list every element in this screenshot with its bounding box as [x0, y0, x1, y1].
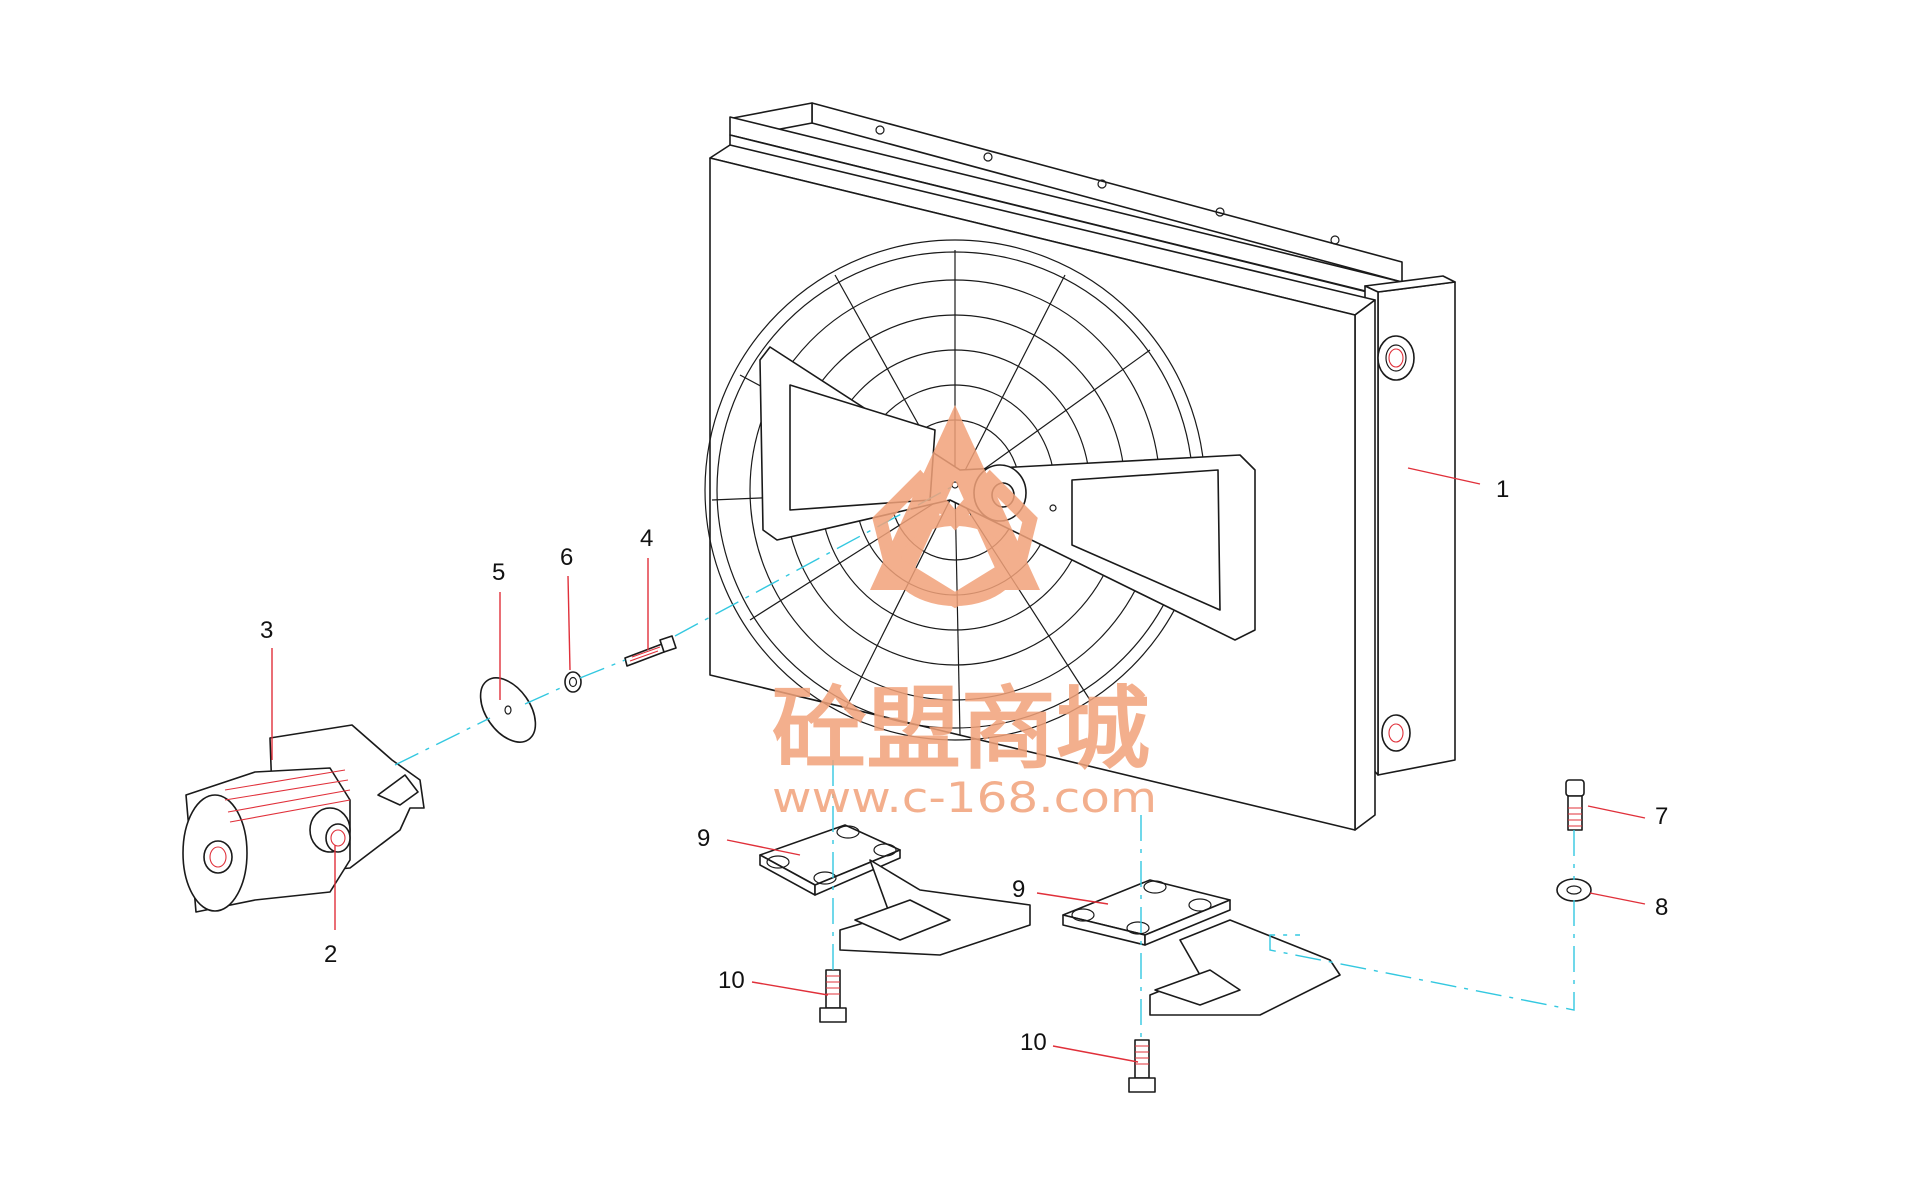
washer-5 [479, 677, 537, 743]
callout-1: 1 [1496, 476, 1509, 503]
flange-holes [875, 125, 1340, 245]
bolt-4 [624, 635, 677, 667]
callout-7: 7 [1655, 803, 1668, 830]
callout-6: 6 [560, 544, 573, 571]
callout-9-left: 9 [697, 825, 710, 852]
cooler-assembly [704, 102, 1456, 831]
callout-9-right: 9 [1012, 876, 1025, 903]
watermark-logo [870, 405, 1040, 609]
bolt-10-right [1128, 1039, 1156, 1093]
callout-10-right: 10 [1020, 1029, 1047, 1056]
callout-2: 2 [324, 941, 337, 968]
callout-8: 8 [1655, 894, 1668, 921]
callout-3: 3 [260, 617, 273, 644]
watermark-url: www.c-168.com [772, 773, 1157, 822]
washer-8 [1556, 878, 1592, 902]
callout-labels: 1 2 3 4 5 6 7 8 9 9 10 10 [260, 476, 1668, 1056]
watermark: 砼盟商城 www.c-168.com [772, 405, 1157, 822]
leader-lines [271, 467, 1646, 1063]
support-bracket-right [1062, 879, 1341, 1016]
watermark-name: 砼盟商城 [772, 677, 1150, 782]
bolt-7 [1565, 779, 1585, 831]
callout-10-left: 10 [718, 967, 745, 994]
bolt-10-left [819, 969, 847, 1023]
callout-5: 5 [492, 559, 505, 586]
hydraulic-motor [182, 724, 425, 913]
lock-washer-6 [564, 671, 582, 693]
support-bracket-left [759, 824, 1031, 956]
callout-4: 4 [640, 525, 653, 552]
